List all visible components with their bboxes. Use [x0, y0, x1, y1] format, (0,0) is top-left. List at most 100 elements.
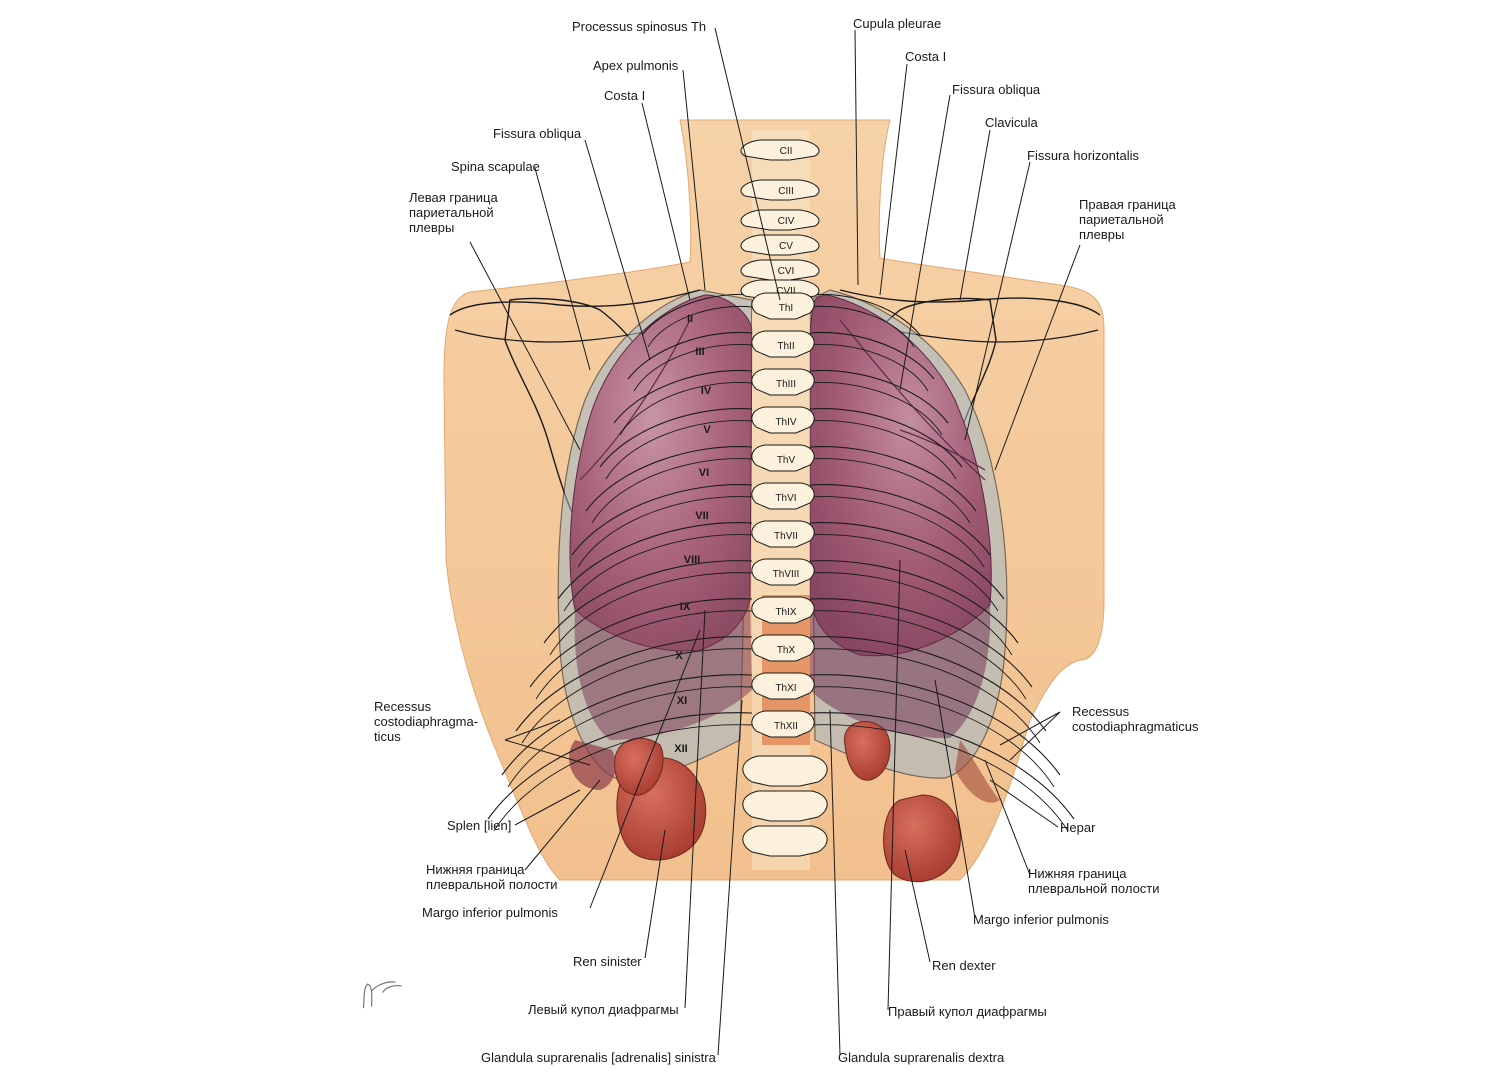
- label-costa-i-right: Costa I: [905, 49, 947, 64]
- vertebra-label-ThII: ThII: [777, 341, 794, 352]
- vertebra-label-ThVIII: ThVIII: [773, 569, 800, 580]
- thoracic-vertebra-ThII: [751, 330, 815, 358]
- left-rib-5: [585, 446, 753, 512]
- right-rib-3: [809, 369, 949, 424]
- right-rib-edge-12: [809, 724, 1069, 832]
- vertebra-label-CVI: CVI: [778, 266, 795, 277]
- label-fissura-obliqua-right: Fissura obliqua: [952, 82, 1041, 97]
- leader-line-19: [524, 779, 601, 871]
- leader-line-5: [879, 63, 908, 296]
- thoracic-vertebra-ThX: [751, 634, 815, 662]
- leader-line-24: [904, 849, 931, 963]
- left-rib-12: [487, 712, 753, 820]
- right-rib-11: [809, 674, 1061, 776]
- left-rib-edge-4: [605, 420, 753, 480]
- label-glandula-dextra: Glandula suprarenalis dextra: [838, 1050, 1005, 1065]
- left-rib-edge-6: [577, 496, 753, 568]
- vertebra-label-CIV: CIV: [778, 216, 795, 227]
- leader-line-9: [534, 167, 591, 371]
- left-rib-edge-3: [619, 382, 753, 436]
- left-rib-7: [557, 522, 753, 600]
- leader-line-13: [504, 739, 591, 766]
- right-rib-edge-9: [809, 610, 1027, 700]
- spleen: [569, 740, 616, 790]
- label-spina-scapulae: Spina scapulae: [451, 159, 540, 174]
- right-rib-5: [809, 446, 977, 512]
- vertebra-label-ThXI: ThXI: [775, 683, 796, 694]
- leader-line-14: [504, 719, 561, 741]
- leader-line-17: [514, 789, 581, 826]
- right-rib-7: [809, 522, 1005, 600]
- right-rib-edge-5: [809, 458, 971, 524]
- leader-line-15: [999, 711, 1061, 746]
- rib-numeral-VI: VI: [699, 467, 709, 479]
- thoracic-vertebra-ThIII: [751, 368, 815, 396]
- vertebra-label-CII: CII: [780, 146, 793, 157]
- rib-numeral-IV: IV: [701, 385, 712, 397]
- rib-numeral-XI: XI: [677, 695, 687, 707]
- label-pravaya-granica: Правая граница париетальной плевры: [1079, 197, 1176, 242]
- right-rib-edge-8: [809, 572, 1013, 656]
- left-rib-edge-7: [563, 534, 753, 612]
- label-recessus-right: Recessus costodiaphragmaticus: [1072, 704, 1199, 734]
- left-clavicle: [449, 289, 701, 316]
- rib-numeral-V: V: [703, 424, 711, 436]
- label-ren-dexter: Ren dexter: [932, 958, 996, 973]
- vertebra-label-ThVI: ThVI: [775, 493, 796, 504]
- leader-line-28: [829, 709, 841, 1056]
- leader-line-18: [989, 779, 1059, 828]
- label-levyy-kupol: Левый купол диафрагмы: [528, 1002, 679, 1017]
- leader-line-26: [887, 559, 901, 1011]
- thoracic-vertebra-ThVII: [751, 520, 815, 548]
- label-glandula-sinistra: Glandula suprarenalis [adrenalis] sinist…: [481, 1050, 716, 1065]
- vertebra-label-ThV: ThV: [777, 455, 796, 466]
- rib-numeral-II: II: [687, 313, 693, 325]
- right-rib-edge-4: [809, 420, 957, 480]
- cervical-vertebra-CII: [740, 139, 820, 161]
- vertebra-label-CVII: CVII: [776, 286, 795, 297]
- left-rib-8: [543, 560, 753, 644]
- right-rib-edge-3: [809, 382, 943, 436]
- lumbar-vertebra-1: [742, 755, 828, 787]
- rib-numeral-IX: IX: [680, 601, 691, 613]
- liver: [955, 740, 1000, 803]
- leader-line-12: [994, 244, 1081, 471]
- label-clavicula: Clavicula: [985, 115, 1038, 130]
- left-rib-edge-2: [633, 344, 753, 392]
- leader-line-11: [469, 241, 581, 451]
- leader-line-8: [959, 129, 991, 301]
- left-rib-edge-8: [549, 572, 753, 656]
- label-margo-left: Margo inferior pulmonis: [422, 905, 558, 920]
- left-rib-edge-5: [591, 458, 753, 524]
- label-fissura-horizontalis: Fissura horizontalis: [1027, 148, 1139, 163]
- right-kidney: [883, 794, 961, 883]
- left-rib-4: [599, 407, 753, 468]
- leader-line-25: [684, 609, 706, 1009]
- leader-line-20: [984, 759, 1031, 876]
- thoracic-vertebra-ThV: [751, 444, 815, 472]
- vertebra-label-ThIII: ThIII: [776, 379, 796, 390]
- right-rib-edge-11: [809, 686, 1055, 788]
- right-rib-edge-1: [809, 305, 915, 348]
- right-rib-edge-6: [809, 496, 985, 568]
- leader-line-21: [589, 629, 701, 909]
- right-rib-8: [809, 560, 1019, 644]
- left-rib-2: [627, 331, 753, 380]
- vertebra-label-CV: CV: [779, 241, 793, 252]
- label-cupula-pleurae: Cupula pleurae: [853, 16, 942, 31]
- left-rib-edge-9: [535, 610, 753, 700]
- leader-line-22: [934, 679, 976, 919]
- left-rib-edge-11: [507, 686, 753, 788]
- vertebra-label-ThIV: ThIV: [775, 417, 796, 428]
- thoracic-vertebra-ThI: [751, 292, 815, 320]
- left-rib-edge-12: [493, 724, 753, 832]
- left-rib-10: [515, 636, 753, 732]
- label-hepar: Hepar: [1060, 820, 1096, 835]
- spine-group: CIICIIICIVCVCVICVIIThIThIIThIIIThIVThVTh…: [740, 139, 828, 857]
- thoracic-vertebra-ThXII: [751, 710, 815, 738]
- left-rib-11: [501, 674, 753, 776]
- artist-signature: [362, 981, 402, 1009]
- right-rib-10: [809, 636, 1047, 732]
